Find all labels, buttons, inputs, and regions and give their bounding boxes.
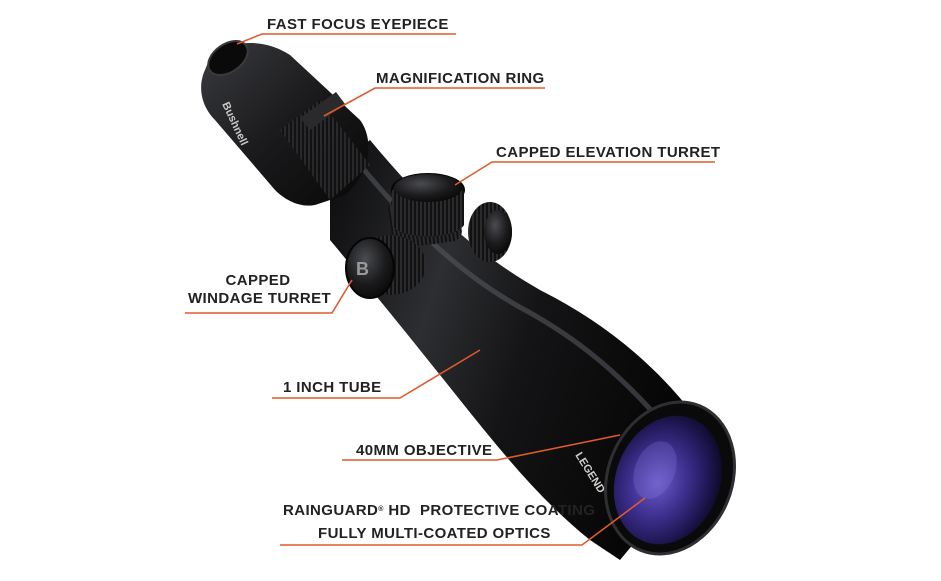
coating-rest: HD PROTECTIVE COATING [383,502,596,519]
elevation-leader [454,161,715,186]
callout-eyepiece: FAST FOCUS EYEPIECE [267,16,449,33]
callout-tube: 1 INCH TUBE [283,379,382,396]
elevation-turret [388,173,465,249]
side-turret [468,202,512,262]
eyepiece-leader [236,33,456,45]
coating-leader [280,497,646,546]
callout-elevation-turret: CAPPED ELEVATION TURRET [496,144,721,161]
callout-windage-line2: WINDAGE TURRET [188,290,332,307]
magnification-leader [323,87,545,117]
callout-objective: 40MM OBJECTIVE [356,442,493,459]
turret-logo: B [356,259,369,279]
registered-mark: ® [378,506,384,513]
callout-windage-turret: CAPPED WINDAGE TURRET [188,272,332,308]
callout-magnification-ring: MAGNIFICATION RING [376,70,545,87]
callout-optics: FULLY MULTI-COATED OPTICS [318,525,551,542]
coating-brand: RAINGUARD [283,502,379,519]
windage-leader [185,279,353,314]
callout-windage-line1: CAPPED [225,272,291,289]
objective-leader [342,434,621,461]
callout-lines [185,33,715,546]
callout-coating: RAINGUARD® HD PROTECTIVE COATING [283,502,595,520]
objective-lens: LEGEND [572,400,736,556]
tube-leader [272,349,481,399]
windage-turret: B [345,235,426,299]
